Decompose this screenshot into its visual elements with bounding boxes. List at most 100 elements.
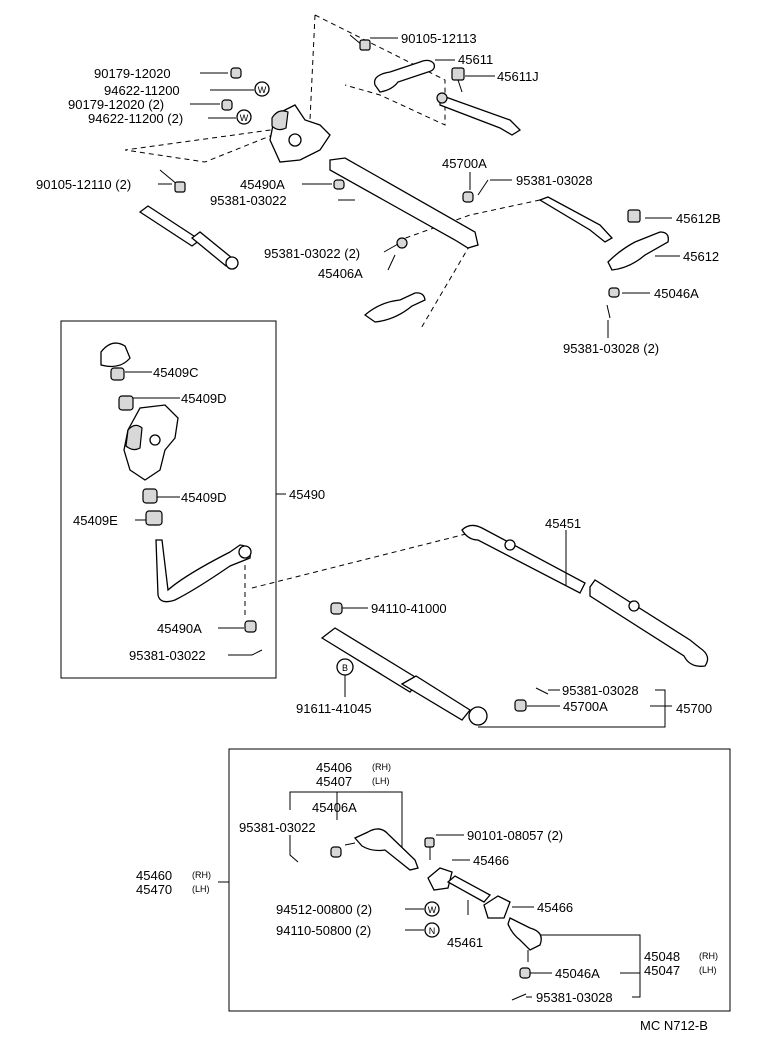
top-labels: 90105-12113 45611 45611J 90179-12020 946… <box>36 31 721 356</box>
label-94622-11200: 94622-11200 <box>104 83 180 98</box>
tie-rod-box: W N <box>218 748 731 1012</box>
label-45700: 45700 <box>676 701 712 716</box>
label-94622-11200-2: 94622-11200 (2) <box>88 111 183 126</box>
label-45611J: 45611J <box>497 69 539 84</box>
bushing-45409C <box>110 367 125 381</box>
label-45700A-mid: 45700A <box>563 699 608 714</box>
cotter-95381-03022-mid <box>251 649 263 656</box>
relay-rod-45451-left <box>461 524 586 594</box>
nut-45700A-mid <box>514 699 527 712</box>
label-94512-00800-2: 94512-00800 (2) <box>276 902 372 917</box>
label-45611: 45611 <box>458 52 493 67</box>
label-45406A-bottom: 45406A <box>312 800 357 815</box>
pitman-arm-45611 <box>373 59 436 93</box>
knuckle-arm-45612 <box>607 231 669 271</box>
label-90179-12020-2: 90179-12020 (2) <box>68 97 164 112</box>
tag-lh-2: (LH) <box>192 884 210 894</box>
washer-94622-11200-2: W <box>236 109 252 125</box>
label-45046A-bottom: 45046A <box>555 966 600 981</box>
tag-rh-1: (RH) <box>372 762 391 772</box>
idler-arm <box>155 539 251 603</box>
label-45406A-top: 45406A <box>318 266 363 281</box>
bolt-91611-41045: B <box>336 658 354 697</box>
label-45407: 45407 <box>316 774 352 789</box>
label-91611-41045: 91611-41045 <box>296 701 372 716</box>
clamp-45466-a <box>427 867 453 891</box>
footer-code: MC N712-B <box>640 1018 708 1033</box>
relay-rod-labels: 45451 94110-41000 91611-41045 95381-0302… <box>296 516 712 716</box>
washer-94622-11200: W <box>254 81 270 97</box>
symbol-w3: W <box>428 905 437 915</box>
tie-rod-end-left <box>353 828 419 871</box>
cap-45409C <box>100 342 131 368</box>
tie-rod-right-top <box>538 196 614 243</box>
relay-rod-45451-right <box>589 579 709 667</box>
symbol-w1: W <box>258 85 267 95</box>
bushing-45409D-b <box>142 488 158 504</box>
cotter-95381-03028-bottom <box>511 993 527 1001</box>
drag-link-top <box>439 94 522 136</box>
tag-lh-1: (LH) <box>372 776 390 786</box>
label-45490: 45490 <box>289 487 325 502</box>
label-45047: 45047 <box>644 963 680 978</box>
cotter-95381-03028-mid <box>535 687 549 695</box>
label-94110-41000: 94110-41000 <box>371 601 447 616</box>
damper-end <box>468 706 488 726</box>
label-94110-50800-2: 94110-50800 (2) <box>276 923 371 938</box>
label-90105-12110-2: 90105-12110 (2) <box>36 177 131 192</box>
nut-90179-12020 <box>230 67 242 79</box>
label-45470: 45470 <box>136 882 172 897</box>
label-90179-12020: 90179-12020 <box>94 66 171 81</box>
nut-45490A-mid <box>244 620 257 633</box>
bolt-90105-12110 <box>159 169 186 193</box>
nut-45490A-top <box>333 179 345 190</box>
label-45466-b: 45466 <box>537 900 573 915</box>
label-45612: 45612 <box>683 249 719 264</box>
bolt-90105-12113 <box>349 34 371 51</box>
label-90105-12113: 90105-12113 <box>401 31 477 46</box>
symbol-n1: N <box>429 926 436 936</box>
tag-rh-3: (RH) <box>699 951 718 961</box>
tag-rh-2: (RH) <box>192 870 211 880</box>
damper-rod <box>400 675 471 721</box>
idler-bracket-top <box>269 104 331 163</box>
label-95381-03028-top: 95381-03028 <box>516 173 593 188</box>
bushing-45409D-a <box>118 395 134 411</box>
label-45409D-b: 45409D <box>181 490 227 505</box>
label-95381-03028-2: 95381-03028 (2) <box>563 341 659 356</box>
bushing-45409E <box>145 510 163 526</box>
label-45409E: 45409E <box>73 513 118 528</box>
label-95381-03028-mid: 95381-03028 <box>562 683 639 698</box>
bolt-45612B <box>627 209 641 223</box>
label-90101-08057-2: 90101-08057 (2) <box>467 828 563 843</box>
label-45461: 45461 <box>447 935 483 950</box>
bolt-45611J <box>451 67 465 93</box>
label-45409C: 45409C <box>153 365 199 380</box>
cotter-pin-45406A <box>387 254 396 271</box>
tag-lh-3: (LH) <box>699 965 717 975</box>
nut-45406A-bottom <box>330 846 342 858</box>
label-45409D-a: 45409D <box>181 391 227 406</box>
label-45466-a: 45466 <box>473 853 509 868</box>
idler-arm-box <box>60 320 286 679</box>
label-95381-03022-bottom: 95381-03022 <box>239 820 316 835</box>
label-45451: 45451 <box>545 516 581 531</box>
nut-45700A-top <box>462 191 474 203</box>
nut-94110-50800: N <box>424 922 440 938</box>
relay-rod-top <box>329 157 479 249</box>
label-45046A-top: 45046A <box>654 286 699 301</box>
label-95381-03022-2: 95381-03022 (2) <box>264 246 360 261</box>
tie-rod-end-right <box>507 917 542 951</box>
nut-center <box>396 237 408 249</box>
top-assembly: W W <box>124 14 680 338</box>
nut-90179-12020-2 <box>221 99 233 111</box>
bolt-90101-08057 <box>424 837 435 848</box>
clamp-45466-b <box>483 895 511 919</box>
tie-rod-labels: 45406 (RH) 45407 (LH) 45406A 95381-03022… <box>136 760 718 1005</box>
symbol-w2: W <box>240 113 249 123</box>
label-95381-03022-top: 95381-03022 <box>210 193 287 208</box>
label-45048: 45048 <box>644 949 680 964</box>
nut-94110-41000 <box>330 602 343 615</box>
label-95381-03028-bottom: 95381-03028 <box>536 990 613 1005</box>
